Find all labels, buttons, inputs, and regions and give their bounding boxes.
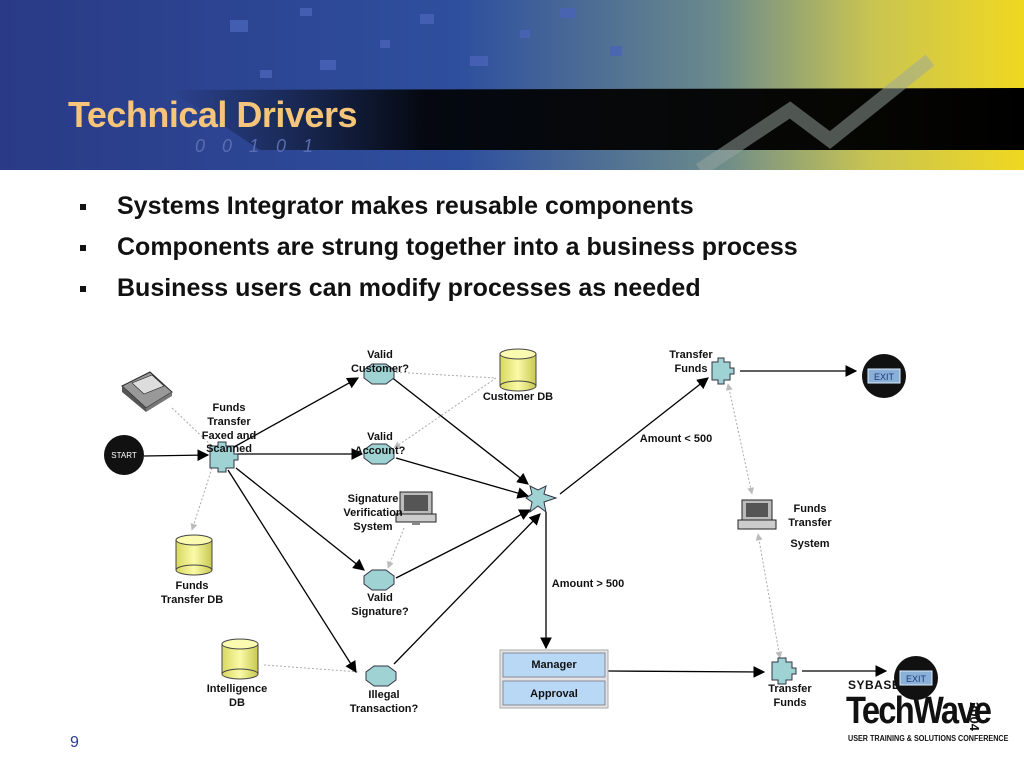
svg-text:Funds: Funds — [176, 580, 209, 592]
funds-transfer-system: Funds Transfer System — [737, 499, 832, 550]
valid-customer-node: Valid Customer? — [351, 349, 409, 385]
svg-text:Funds: Funds — [774, 697, 807, 709]
bullet-item: Systems Integrator makes reusable compon… — [80, 192, 798, 233]
page-number: 9 — [70, 734, 79, 751]
connector-top-transfer-system — [725, 383, 755, 495]
valid-account-node: Valid Account? — [355, 431, 406, 465]
funds-transfer-db: Funds Transfer DB — [161, 534, 223, 606]
connector-scanner-to-funds — [171, 407, 213, 447]
arrow-signature-join — [395, 509, 532, 579]
svg-text:Customer?: Customer? — [351, 363, 409, 375]
svg-text:EXIT: EXIT — [874, 372, 895, 382]
connector-customer-db — [391, 371, 497, 379]
bullet-list: Systems Integrator makes reusable compon… — [80, 192, 798, 315]
svg-text:Transfer DB: Transfer DB — [161, 594, 223, 606]
svg-text:System: System — [353, 521, 392, 533]
amount-lt-label: Amount < 500 — [640, 433, 712, 445]
arrow-funds-customer — [233, 377, 360, 448]
svg-text:Illegal: Illegal — [368, 689, 399, 701]
arrow-funds-illegal — [227, 469, 357, 673]
logo-year: 2004 — [967, 702, 982, 731]
svg-text:DB: DB — [229, 697, 245, 709]
signature-verification-system: Signature Verification System — [343, 491, 437, 533]
slide-title: Technical Drivers — [68, 94, 357, 135]
logo-brand: SYBASE — [848, 678, 901, 692]
svg-text:Verification: Verification — [343, 507, 403, 519]
transfer-funds-bottom-node: Transfer Funds — [768, 657, 812, 709]
svg-text:Valid: Valid — [367, 349, 393, 361]
arrow-illegal-join — [393, 513, 541, 665]
exit-node-bottom: EXIT — [894, 656, 938, 700]
svg-text:System: System — [790, 538, 829, 550]
connector-sig-system — [387, 527, 405, 569]
connector-db-to-account — [393, 377, 497, 449]
svg-text:Valid: Valid — [367, 431, 393, 443]
amount-gt-label: Amount > 500 — [552, 578, 624, 590]
techwave-logo: SYBASE TechWave 2004 USER TRAINING & SOL… — [846, 676, 1009, 748]
svg-text:Scanned: Scanned — [206, 443, 252, 455]
svg-text:Intelligence: Intelligence — [207, 683, 268, 695]
svg-text:Funds: Funds — [794, 503, 827, 515]
header-banner: 0 0 1 0 1 — [0, 0, 1024, 170]
logo-product: TechWave — [846, 690, 992, 732]
bullet-text: Systems Integrator makes reusable compon… — [117, 192, 694, 220]
svg-text:Funds: Funds — [675, 363, 708, 375]
svg-text:Transfer: Transfer — [207, 416, 251, 428]
svg-text:Manager: Manager — [531, 659, 577, 671]
arrow-account-join — [395, 457, 530, 499]
bullet-icon — [80, 204, 86, 210]
funds-transfer-node: Funds Transfer Faxed and Scanned — [202, 402, 256, 473]
customer-db: Customer DB — [483, 348, 553, 403]
computer-icon — [395, 491, 437, 525]
valid-signature-node: Valid Signature? — [351, 569, 409, 618]
bullet-text: Business users can modify processes as n… — [117, 274, 701, 302]
connector-funds-to-db — [190, 467, 213, 531]
bullet-item: Business users can modify processes as n… — [80, 274, 798, 315]
illegal-transaction-node: Illegal Transaction? — [350, 665, 419, 715]
bullet-text: Components are strung together into a bu… — [117, 233, 798, 261]
svg-text:Approval: Approval — [530, 688, 578, 700]
svg-text:Valid: Valid — [367, 592, 393, 604]
svg-text:Faxed and: Faxed and — [202, 430, 256, 442]
svg-text:Funds: Funds — [213, 402, 246, 414]
svg-text:START: START — [111, 451, 137, 460]
computer-icon — [737, 499, 777, 530]
connector-system-bottom-transfer — [755, 533, 783, 659]
arrow-start-funds — [143, 449, 210, 462]
arrow-customer-join — [389, 375, 529, 485]
svg-text:Transaction?: Transaction? — [350, 703, 419, 715]
bullet-icon — [80, 286, 86, 292]
scanner-icon — [121, 371, 173, 412]
svg-text:Account?: Account? — [355, 445, 406, 457]
bullet-icon — [80, 245, 86, 251]
svg-text:Signature?: Signature? — [351, 606, 409, 618]
intelligence-db: Intelligence DB — [207, 638, 268, 709]
manager-approval-box: Manager Approval — [499, 649, 609, 709]
logo-tagline: USER TRAINING & SOLUTIONS CONFERENCE — [848, 734, 1009, 743]
arrow-join-transfer-top — [559, 377, 709, 495]
banner-digits: 0 0 1 0 1 — [195, 136, 319, 156]
svg-text:Transfer: Transfer — [768, 683, 812, 695]
start-node: START — [104, 435, 144, 475]
join-node — [525, 485, 558, 514]
svg-text:Transfer: Transfer — [669, 349, 713, 361]
connector-intelligence — [263, 664, 361, 673]
exit-node-top: EXIT — [862, 354, 906, 398]
arrow-manager-transfer — [607, 666, 766, 678]
arrow-funds-signature — [235, 467, 365, 571]
svg-text:Transfer: Transfer — [788, 517, 832, 529]
transfer-funds-top-node: Transfer Funds — [669, 349, 735, 385]
svg-text:Customer DB: Customer DB — [483, 391, 553, 403]
bullet-item: Components are strung together into a bu… — [80, 233, 798, 274]
svg-text:Signature: Signature — [348, 493, 399, 505]
svg-text:EXIT: EXIT — [906, 674, 927, 684]
